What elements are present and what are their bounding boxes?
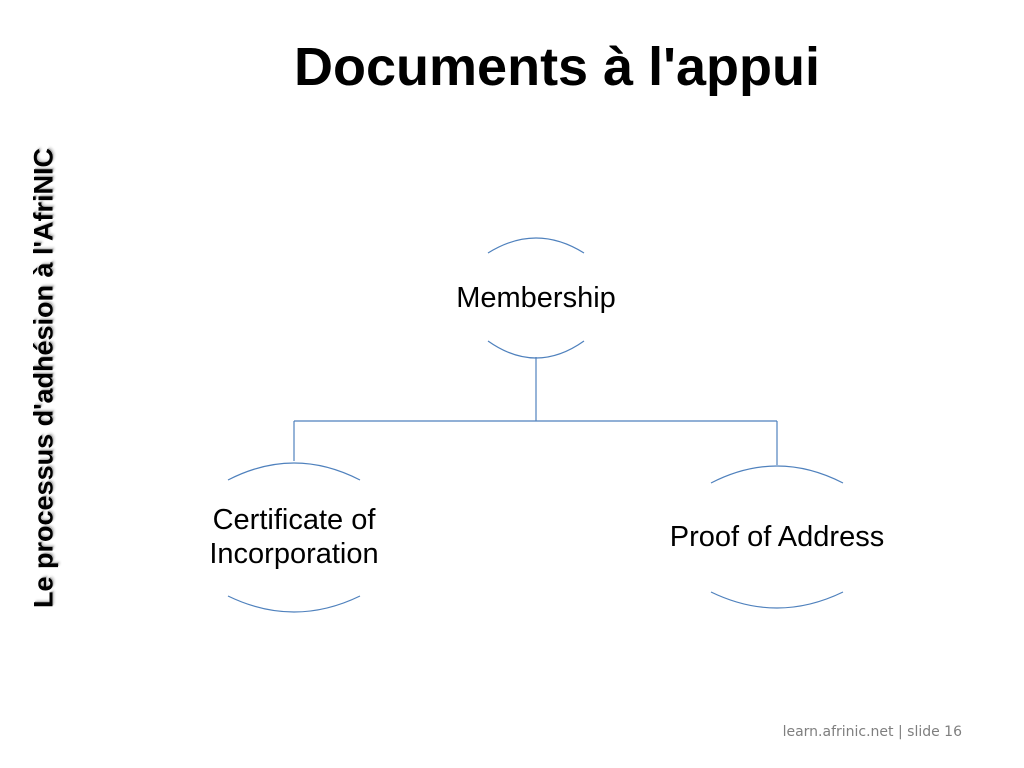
right-node-bottom-arc	[710, 591, 844, 609]
root-node-bottom-arc	[487, 340, 585, 359]
slide-title: Documents à l'appui	[294, 37, 820, 97]
slide-footer: learn.afrinic.net | slide 16	[782, 724, 962, 740]
node-certificate-label-line1: Certificate of	[212, 504, 376, 536]
node-certificate-of-incorporation: Certificate of Incorporation	[174, 503, 414, 571]
root-node-top-arc	[487, 237, 585, 254]
right-node-top-arc	[710, 465, 844, 484]
left-node-bottom-arc	[227, 595, 361, 613]
node-proof-of-address-label: Proof of Address	[669, 521, 885, 553]
node-membership-label: Membership	[456, 282, 616, 314]
node-membership: Membership	[416, 281, 656, 315]
node-certificate-label-line2: Incorporation	[209, 538, 379, 570]
left-node-top-arc	[227, 462, 361, 481]
node-proof-of-address: Proof of Address	[637, 520, 917, 554]
